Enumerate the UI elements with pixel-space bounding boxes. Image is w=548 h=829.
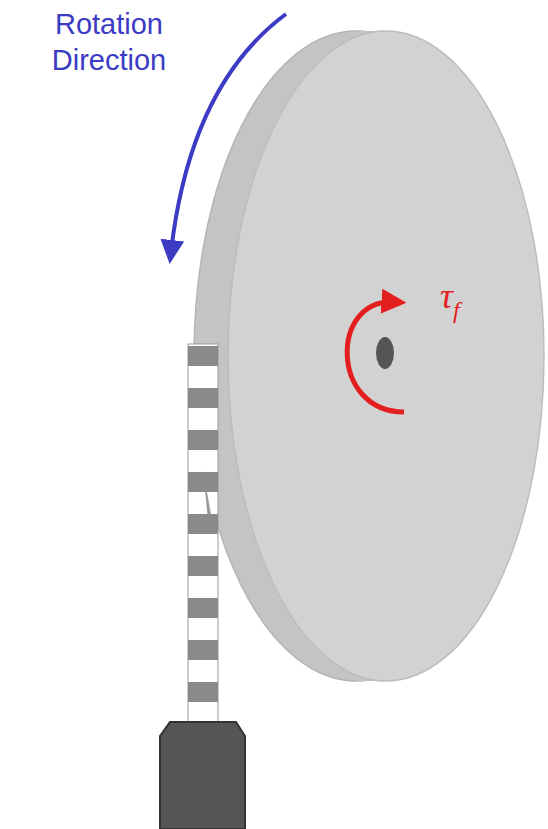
tape-stripe [188,640,218,660]
tape-stripe [188,514,218,534]
tape-stripe [188,346,218,366]
tape-stripe [188,598,218,618]
tape-stripe [188,430,218,450]
tape-stripe [188,472,218,492]
tape-stripe [188,556,218,576]
tape-stripe [188,388,218,408]
disc [194,31,544,681]
torque-arrow [347,302,404,412]
hub [376,337,394,369]
rotation-arrow [171,14,286,252]
torque-symbol: τ [440,276,453,316]
hanging-weight [160,722,245,829]
rotation-label: Rotation Direction [14,6,204,78]
torque-label: τf [440,276,460,320]
tape-stripe [188,682,218,702]
torque-subscript: f [453,297,460,323]
tape [188,344,218,724]
